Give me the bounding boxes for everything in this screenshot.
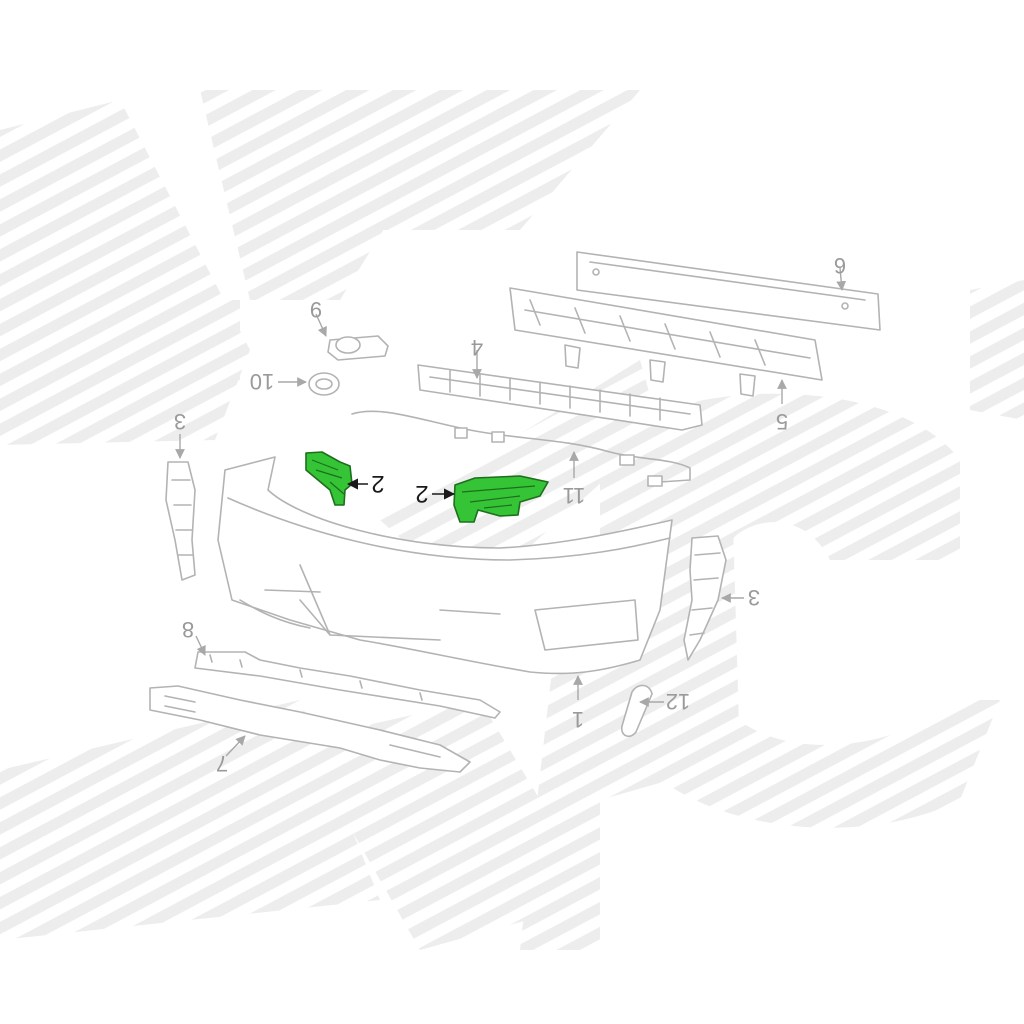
part-7-rear-diffuser	[149, 685, 471, 773]
callout-2-left: 2	[371, 470, 384, 497]
callout-12: 12	[666, 689, 690, 714]
part-5-energy-absorber	[509, 287, 823, 397]
callout-4: 4	[471, 335, 483, 360]
part-3-left-side-bracket	[165, 461, 196, 581]
callout-3-left: 3	[174, 409, 186, 434]
part-4-bumper-bracket	[417, 364, 703, 431]
part-11-wiring-harness	[351, 410, 691, 487]
callout-10: 10	[250, 369, 274, 394]
callout-3-right: 3	[748, 585, 760, 610]
callout-6: 6	[834, 253, 846, 278]
part-8-lower-trim-strip	[194, 651, 501, 719]
callout-labels: 6 5 4 11 9 10 3 3 1 8 7 12 2 2	[174, 253, 846, 776]
part-10-sensor-grommet	[308, 372, 340, 396]
part-3-right-side-bracket	[683, 535, 727, 661]
callout-2-right: 2	[415, 480, 428, 507]
callout-9: 9	[310, 297, 322, 322]
watermark	[0, 90, 1024, 950]
callout-1: 1	[572, 707, 584, 732]
callout-7: 7	[216, 751, 228, 776]
part-2-right-bracket-highlighted	[453, 475, 549, 523]
part-9-parking-sensor	[327, 335, 389, 361]
part-2-left-bracket-highlighted	[305, 451, 353, 506]
callout-11: 11	[563, 483, 586, 508]
callout-8: 8	[182, 617, 194, 642]
part-1-bumper-cover	[217, 456, 673, 675]
part-6-reinforcement-beam	[576, 251, 881, 331]
leader-lines	[175, 267, 847, 757]
callout-5: 5	[776, 409, 788, 434]
